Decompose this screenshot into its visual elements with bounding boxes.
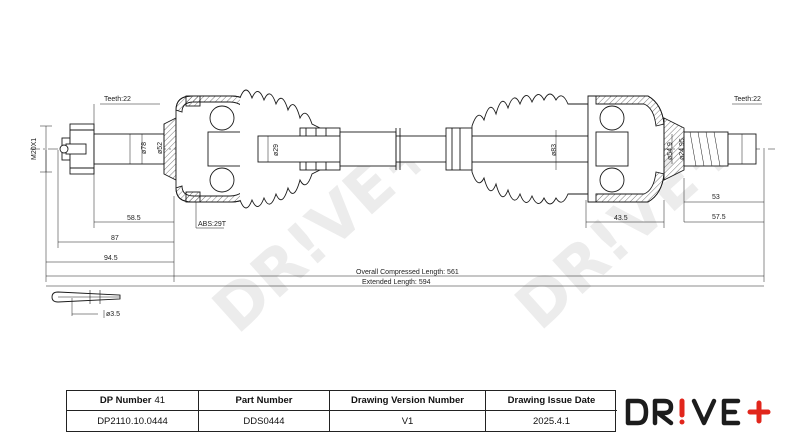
cotter-pin (51, 290, 121, 316)
pin-dia-label: ø3.5 (106, 311, 120, 318)
dp-number-value: DP2110.10.0444 (67, 411, 199, 431)
dp-number-label: DP Number (99, 395, 152, 406)
extended-length-label: Extended Length: 594 (362, 279, 431, 286)
version-header: Drawing Version Number (330, 391, 486, 411)
overall-length-label: Overall Compressed Length: 561 (356, 269, 459, 276)
dp-number-suffix: 41 (154, 395, 166, 406)
dim-94-5-label: 94.5 (104, 255, 118, 262)
dim-58-5-label: 58.5 (127, 215, 141, 222)
part-number-header: Part Number (199, 391, 330, 411)
teeth-left-label: Teeth:22 (104, 96, 131, 103)
dia-83-label: ø83 (551, 144, 558, 156)
title-block: DP Number 41 Part Number Drawing Version… (66, 390, 617, 432)
issue-date-value: 2025.4.1 (533, 415, 570, 427)
dia-29-label: ø29 (273, 144, 280, 156)
abs-label: ABS:29T (198, 221, 227, 228)
version-value: V1 (330, 411, 486, 431)
dim-87-label: 87 (111, 235, 119, 242)
dim-53-label: 53 (712, 194, 720, 201)
left-cv-joint (175, 95, 259, 203)
right-boot (445, 93, 589, 205)
part-number-value: DDS0444 (199, 411, 330, 431)
thread-label: M20X1 (31, 138, 38, 160)
dia-24-95-label: ø24.95 (679, 138, 686, 160)
dim-43-5-label: 43.5 (614, 215, 628, 222)
teeth-right-label: Teeth:22 (734, 96, 761, 103)
brand-logo (625, 398, 771, 426)
dim-57-5-label: 57.5 (712, 214, 726, 221)
dia-78-label: ø78 (141, 142, 148, 154)
issue-date-header: Drawing Issue Date (486, 391, 617, 411)
dia-54-9-label: ø54.9 (667, 142, 674, 160)
left-threaded-stub (59, 117, 177, 181)
dp-number-header: DP Number 41 (67, 391, 199, 411)
right-splined-stub (683, 131, 757, 167)
right-cv-joint (587, 95, 685, 203)
dia-52-label: ø52 (157, 142, 164, 154)
